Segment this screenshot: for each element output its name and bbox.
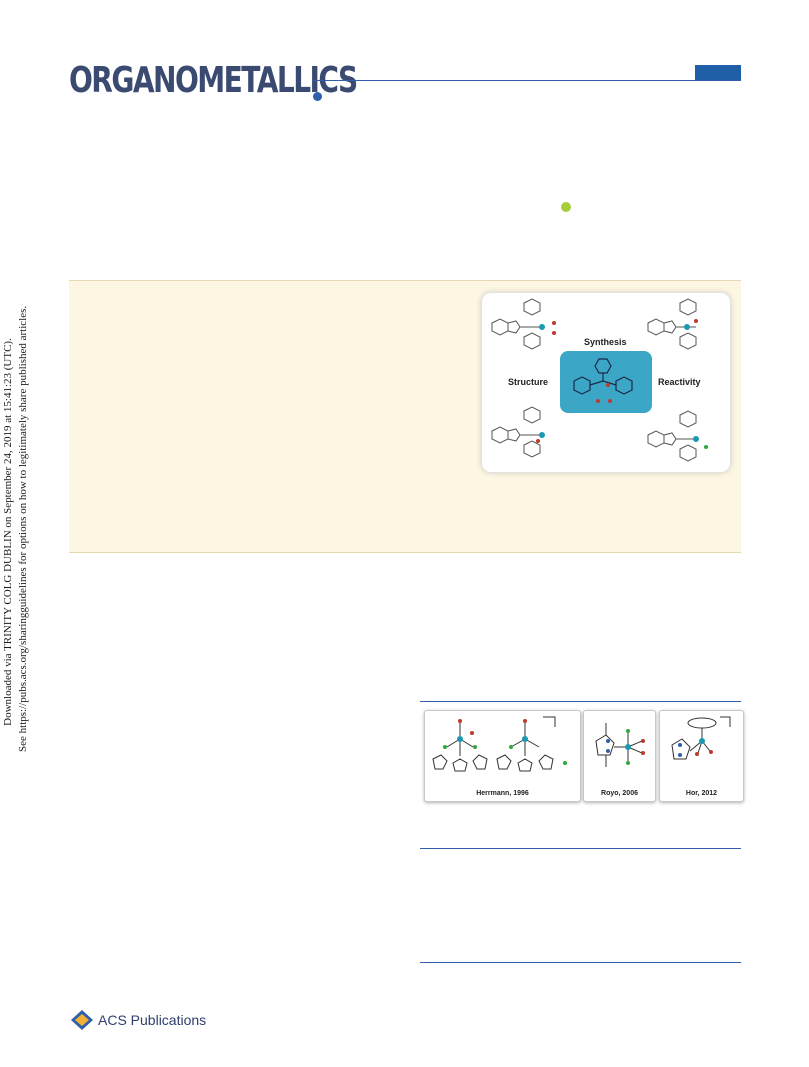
journal-logo: ORGANOMETALLICS [69, 60, 358, 101]
figure-panel-herrmann: Herrmann, 1996 [424, 710, 581, 802]
figure-panel-hor: Hor, 2012 [659, 710, 744, 802]
acs-logo-icon [71, 1010, 93, 1030]
toc-label-structure: Structure [508, 377, 549, 387]
masthead-tab [695, 65, 741, 80]
royo-structure [595, 723, 645, 767]
scheme-bottom-rule [420, 962, 741, 963]
download-notice-line2: See https://pubs.acs.org/sharingguidelin… [17, 305, 29, 752]
figure-panel-royo: Royo, 2006 [583, 710, 656, 802]
figure-caption-royo: Royo, 2006 [601, 790, 638, 797]
figure-caption-herrmann: Herrmann, 1996 [476, 790, 529, 797]
toc-graphic-art [491, 298, 708, 462]
orcid-icon[interactable] [561, 202, 571, 212]
herrmann-structures [432, 716, 567, 772]
publisher-name[interactable]: ACS Publications [98, 1012, 207, 1028]
toc-center-ligand [573, 358, 633, 395]
toc-label-reactivity: Reactivity [658, 377, 701, 387]
figure-bottom-rule [420, 848, 741, 849]
check-icon [313, 92, 322, 101]
masthead-rule [313, 80, 741, 81]
toc-graphic: Synthesis Structure Reactivity [481, 292, 731, 473]
toc-complex-top-left [491, 298, 541, 350]
figure-caption-hor: Hor, 2012 [685, 790, 718, 797]
toc-label-synthesis: Synthesis [584, 337, 627, 347]
toc-complex-bottom-right [647, 410, 697, 462]
toc-complex-top-right [647, 298, 697, 350]
figure-top-rule [420, 701, 741, 702]
hor-structure [671, 716, 731, 760]
download-notice-line1: Downloaded via TRINITY COLG DUBLIN on Se… [2, 338, 14, 726]
toc-complex-bottom-left [491, 406, 541, 458]
download-notice: Downloaded via TRINITY COLG DUBLIN on Se… [1, 305, 37, 752]
